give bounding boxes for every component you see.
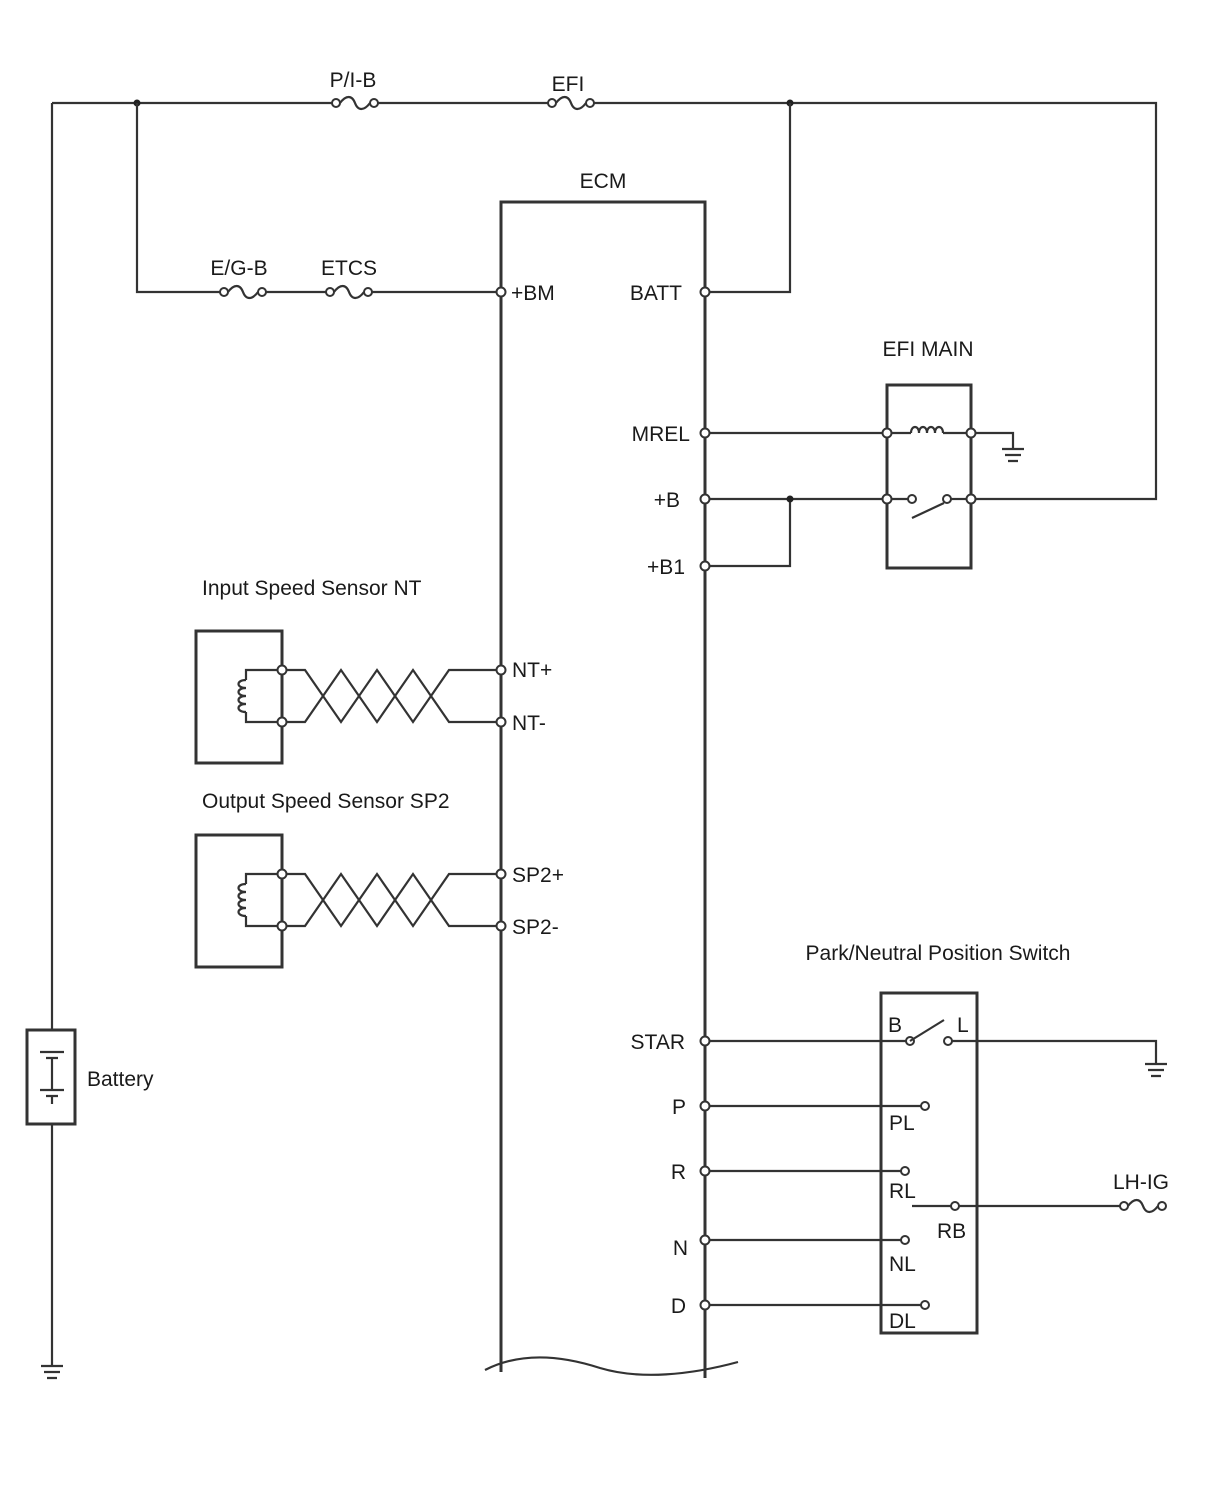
relay-switch-icon: [911, 502, 945, 519]
battery-box: [25, 1028, 77, 1126]
top-bus: P/I-B EFI: [52, 69, 1158, 501]
relay-title: EFI MAIN: [882, 338, 973, 361]
efi-main-relay: EFI MAIN: [709, 338, 1024, 570]
input-sensor-title: Input Speed Sensor NT: [202, 577, 422, 600]
pin-star-terminal: [699, 1035, 711, 1047]
battery-label: Battery: [87, 1068, 154, 1091]
pin-r-label: R: [671, 1161, 686, 1184]
input-sensor-box: [194, 629, 284, 765]
pin-p-terminal: [699, 1100, 711, 1112]
ecm-unit: ECM: [484, 170, 739, 1378]
pnp-term-rb-label: RB: [937, 1220, 966, 1243]
pin-mrel-terminal: [699, 427, 711, 439]
ground-icon: [41, 1364, 63, 1380]
battery-icon: [40, 1050, 64, 1104]
pin-nt-minus-terminal: [495, 716, 507, 728]
pin-d-terminal: [699, 1299, 711, 1311]
pin-b1-terminal: [699, 560, 711, 572]
ecm-title: ECM: [580, 170, 627, 193]
fuse-etcs-label: ETCS: [321, 257, 377, 280]
pin-n-label: N: [673, 1237, 688, 1260]
pin-mrel-label: MREL: [632, 423, 690, 446]
fuse-efi: EFI: [547, 73, 595, 111]
output-sensor-coil-icon: [237, 882, 247, 918]
ground-icon: [1002, 447, 1024, 463]
pin-bm-terminal: [495, 286, 507, 298]
input-speed-sensor: Input Speed Sensor NT NT+ NT-: [194, 577, 552, 765]
output-twisted-pair: [287, 872, 497, 928]
relay-box: [885, 383, 973, 570]
ground-icon: [1145, 1062, 1167, 1078]
pin-b-terminal: [699, 493, 711, 505]
fuse-pib: P/I-B: [330, 69, 379, 111]
pin-nt-plus-label: NT+: [512, 659, 552, 682]
fuse-pib-label: P/I-B: [330, 69, 377, 92]
fuse-lhig-label: LH-IG: [1113, 1171, 1169, 1194]
pin-n-terminal: [699, 1234, 711, 1246]
pin-b1-label: +B1: [647, 556, 685, 579]
pnp-term-nl-label: NL: [889, 1253, 916, 1276]
fuse-etcs: ETCS: [321, 257, 377, 300]
pnp-switch-contact-icon: [909, 1019, 945, 1042]
pin-r-terminal: [699, 1165, 711, 1177]
ecm-outline: [499, 200, 707, 1378]
fuse-egb: E/G-B: [210, 257, 268, 300]
junction-dot: [786, 495, 794, 503]
pin-sp2-plus-terminal: [495, 868, 507, 880]
pnp-term-dl-label: DL: [889, 1310, 916, 1333]
pnp-term-l-label: L: [957, 1014, 969, 1037]
pin-sp2-minus-label: SP2-: [512, 916, 559, 939]
output-speed-sensor: Output Speed Sensor SP2 SP2+ SP2-: [194, 790, 564, 969]
pin-b-label: +B: [654, 489, 680, 512]
pnp-term-b-label: B: [888, 1014, 902, 1037]
input-twisted-pair: [287, 668, 497, 724]
battery-circuit: Battery: [25, 103, 154, 1380]
pin-batt-terminal: [699, 286, 711, 298]
pnp-switch-box: [879, 991, 979, 1335]
power-pins: MREL +B +B1: [632, 423, 794, 579]
pin-nt-minus-label: NT-: [512, 712, 546, 735]
pin-bm-label: +BM: [511, 282, 555, 305]
pnp-term-rl-label: RL: [889, 1180, 916, 1203]
pin-sp2-plus-label: SP2+: [512, 864, 564, 887]
input-sensor-coil-icon: [237, 678, 247, 714]
pin-nt-plus-terminal: [495, 664, 507, 676]
pin-batt-label: BATT: [630, 282, 682, 305]
bm-feed: E/G-B ETCS +BM: [135, 103, 555, 305]
pin-sp2-minus-terminal: [495, 920, 507, 932]
fuse-lhig: LH-IG: [1113, 1171, 1169, 1214]
output-sensor-title: Output Speed Sensor SP2: [202, 790, 450, 813]
pnp-switch-title: Park/Neutral Position Switch: [806, 942, 1071, 965]
pin-p-label: P: [672, 1096, 686, 1119]
park-neutral-switch: Park/Neutral Position Switch B L STAR PL…: [631, 942, 1169, 1335]
fuse-egb-label: E/G-B: [210, 257, 267, 280]
output-sensor-box: [194, 833, 284, 969]
pin-star-label: STAR: [631, 1031, 685, 1054]
batt-feed: BATT: [630, 103, 792, 305]
ecm-break-line: [484, 1356, 739, 1376]
fuse-efi-label: EFI: [552, 73, 585, 96]
pnp-term-pl-label: PL: [889, 1112, 915, 1135]
pin-d-label: D: [671, 1295, 686, 1318]
relay-coil-icon: [909, 425, 945, 434]
